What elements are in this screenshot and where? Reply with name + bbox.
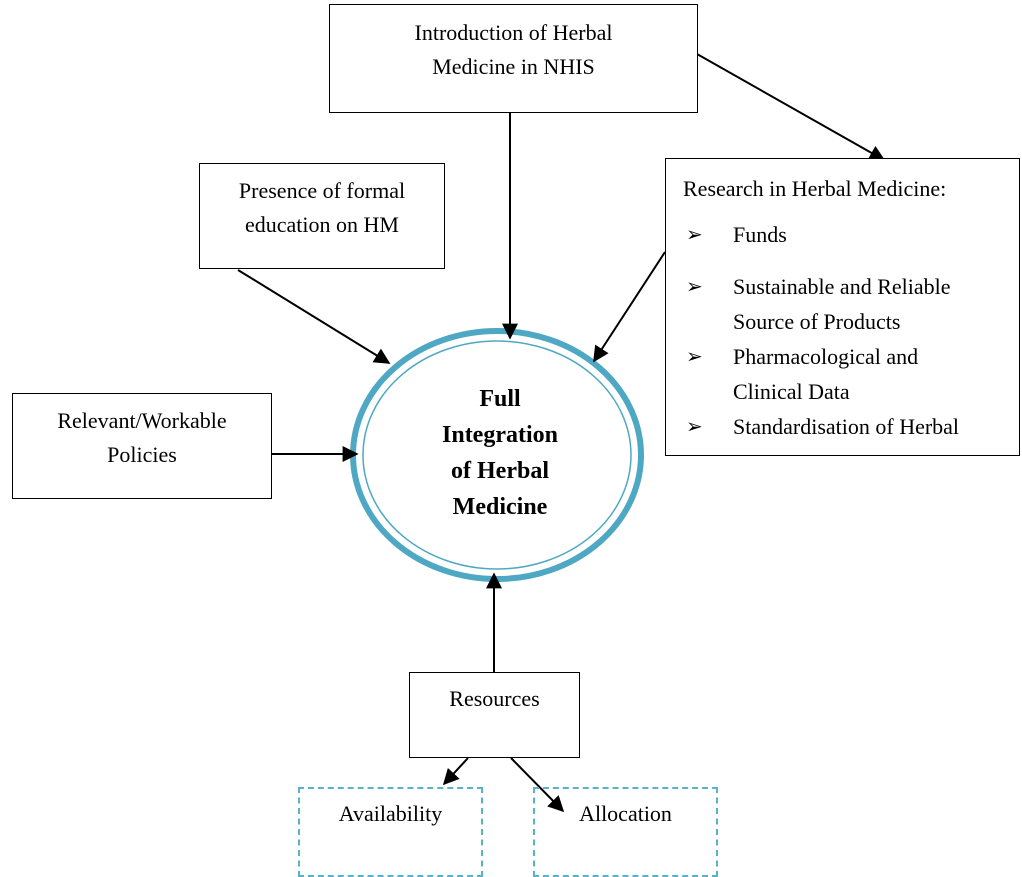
research-item-source-line2: Source of Products <box>733 309 901 334</box>
nhis-label-line1: Introduction of Herbal <box>414 20 613 45</box>
policies-label-line2: Policies <box>107 442 177 467</box>
research-item-pharma-line2: Clinical Data <box>733 379 850 404</box>
education-label-line1: Presence of formal <box>238 178 406 203</box>
arrow-resources-to-availability <box>442 757 469 786</box>
center-line-2: Integration <box>442 422 558 448</box>
research-item-source-line1: Sustainable and Reliable <box>733 274 951 299</box>
research-item-standardisation: Standardisation of Herbal <box>733 414 960 439</box>
research-item-funds: Funds <box>733 222 787 247</box>
arrow-resources-to-allocation <box>510 757 565 813</box>
arrow-education-to-center <box>237 269 391 364</box>
education-label-line2: education on HM <box>245 212 399 237</box>
research-box <box>665 158 1020 456</box>
nhis-box <box>329 4 698 113</box>
nhis-label-line2: Medicine in NHIS <box>432 54 595 79</box>
center-ring-inner <box>362 340 632 570</box>
research-item-pharma-line1: Pharmacological and <box>733 344 919 369</box>
resources-label: Resources <box>449 686 540 711</box>
education-box <box>199 163 445 269</box>
research-title: Research in Herbal Medicine: <box>683 176 947 201</box>
research-bullet-icon: ➢ <box>686 416 703 438</box>
research-bullet-icon: ➢ <box>686 224 703 246</box>
resources-box <box>409 672 580 758</box>
allocation-label: Allocation <box>579 801 672 826</box>
policies-label-line1: Relevant/Workable <box>57 408 227 433</box>
center-line-4: Medicine <box>452 494 548 520</box>
center-line-3: of Herbal <box>451 458 549 484</box>
arrow-nhis-to-research <box>696 53 886 161</box>
center-line-1: Full <box>479 386 521 412</box>
center-node-label: Full Integration of Herbal Medicine <box>393 381 607 525</box>
arrow-research-to-center <box>593 251 666 363</box>
research-bullet-icon: ➢ <box>686 346 703 368</box>
policies-box <box>12 393 272 499</box>
research-bullet-icon: ➢ <box>686 276 703 298</box>
availability-label: Availability <box>338 801 443 826</box>
